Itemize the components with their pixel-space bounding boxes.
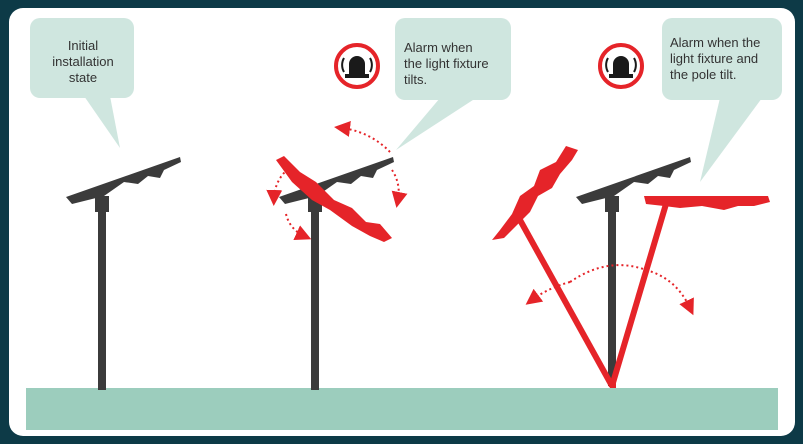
bubble-line: the pole tilt. <box>670 67 780 83</box>
streetlight-fixture-tilt <box>274 128 399 390</box>
bubble-line: Initial <box>40 38 126 54</box>
bubble-line: tilts. <box>404 72 514 88</box>
alarm-bell-icon <box>336 45 378 87</box>
bubble-line: state <box>40 70 126 86</box>
streetlight-pole-tilt <box>492 146 770 388</box>
bubble-line: light fixture and <box>670 51 780 67</box>
bubble-line: installation <box>40 54 126 70</box>
ground <box>26 388 778 430</box>
bubble-pole-tilt-text: Alarm when the light fixture and the pol… <box>670 35 780 83</box>
bubble-line: the light fixture <box>404 56 514 72</box>
bubble-line: Alarm when <box>404 40 514 56</box>
bubble-initial-text: Initial installation state <box>40 38 126 86</box>
bubble-fixture-tilt-text: Alarm when the light fixture tilts. <box>404 40 514 88</box>
alarm-bell-icon <box>600 45 642 87</box>
bubble-line: Alarm when the <box>670 35 780 51</box>
streetlight-initial <box>66 157 181 390</box>
